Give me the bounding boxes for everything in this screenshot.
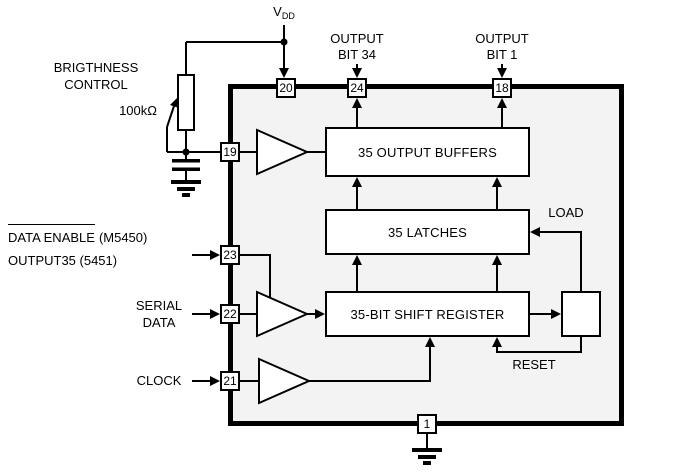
pin-22: 22: [220, 304, 240, 324]
shift-register-label: 35-BIT SHIFT REGISTER: [350, 306, 505, 322]
output-bit34-line2: BIT 34: [337, 47, 377, 62]
arrow-reset-into-shift: [492, 337, 502, 347]
output-bit34-line1: OUTPUT: [330, 31, 384, 46]
data-enable-line1: DATA ENABLE(M5450): [8, 224, 147, 249]
clock-label: CLOCK: [136, 373, 182, 388]
capacitor-plate-bottom: [172, 167, 200, 171]
arrow-into-pin20: [279, 68, 289, 78]
buffer-amp-serial-data: [256, 290, 310, 338]
reset-label: RESET: [512, 357, 556, 372]
pin-23: 23: [220, 245, 240, 265]
vdd-label: VDD: [273, 4, 295, 24]
wire-load-latches: [539, 231, 582, 291]
ground-bar: [182, 193, 190, 197]
pin-1: 1: [417, 414, 437, 434]
arrow-load-into-latches: [530, 227, 540, 237]
data-enable-label: DATA ENABLE(M5450) OUTPUT35 (5451): [8, 224, 147, 272]
brightness-line1: BRIGTHNESS: [53, 60, 139, 75]
serial-line2: DATA: [142, 315, 176, 330]
wire-reset-shift: [496, 337, 582, 353]
load-reset-block: [561, 291, 601, 337]
junction-dot-brightness: [182, 148, 190, 156]
components: [171, 38, 442, 465]
arrow-latches-to-buffers-right: [492, 177, 502, 187]
data-enable-overbar-text: DATA ENABLE: [8, 224, 95, 249]
pin-20: 20: [276, 78, 296, 98]
latches-label: 35 LATCHES: [387, 224, 468, 240]
arrow-buffers-to-pin24: [352, 98, 362, 108]
pin-21: 21: [220, 371, 240, 391]
ground-bar: [423, 461, 431, 465]
arrow-clock-into-shift: [425, 337, 435, 347]
buffer-amp-clock: [258, 357, 312, 405]
output-buffers-label: 35 OUTPUT BUFFERS: [358, 144, 497, 160]
wire-pin23-amp: [240, 254, 271, 298]
wire-wiper: [166, 105, 175, 128]
data-enable-suffix: (M5450): [98, 230, 148, 245]
arrow-into-pin24: [352, 68, 362, 78]
arrowheads: [170, 68, 561, 386]
pin-18: 18: [492, 78, 512, 98]
output35-line: OUTPUT35 (5451): [8, 253, 118, 268]
wire-clock-shift: [309, 345, 431, 382]
serial-data-label: SERIAL DATA: [136, 297, 182, 331]
pin-19: 19: [220, 142, 240, 162]
output-bit1-line2: BIT 1: [486, 47, 518, 62]
capacitor-plate-top: [172, 159, 200, 163]
load-label: LOAD: [548, 205, 584, 220]
output-buffers-block: 35 OUTPUT BUFFERS: [325, 127, 530, 177]
vdd-subscript: DD: [281, 11, 295, 21]
output-bit34-label: OUTPUT BIT 34: [330, 31, 383, 63]
arrow-shift-to-latches-right: [492, 255, 502, 265]
serial-line1: SERIAL: [135, 298, 183, 313]
ground-bar: [412, 448, 442, 452]
brightness-line2: CONTROL: [64, 77, 128, 92]
ground-bar: [171, 180, 201, 184]
arrow-shift-to-latches-left: [352, 255, 362, 265]
arrow-into-pin18: [497, 68, 507, 78]
pin-24: 24: [347, 78, 367, 98]
arrow-into-pin21: [210, 376, 220, 386]
wires: [166, 25, 582, 448]
arrow-buffers-to-pin18: [497, 98, 507, 108]
arrow-into-shift-register: [315, 309, 325, 319]
brightness-control-label: BRIGTHNESS CONTROL: [54, 59, 139, 93]
junction-dot-vdd: [280, 38, 288, 46]
shift-register-block: 35-BIT SHIFT REGISTER: [325, 291, 530, 337]
output-bit1-line1: OUTPUT: [475, 31, 529, 46]
ground-symbol-pin1: [412, 448, 442, 465]
resistor-symbol: [177, 74, 195, 131]
ground-symbol-brightness: [171, 180, 201, 197]
arrow-into-loadblock: [551, 309, 561, 319]
buffer-amp-brightness: [256, 128, 310, 176]
output-bit1-label: OUTPUT BIT 1: [475, 31, 528, 63]
arrow-into-pin22: [210, 309, 220, 319]
latches-block: 35 LATCHES: [325, 209, 530, 255]
resistor-value-label: 100kΩ: [119, 103, 157, 118]
arrow-into-pin23: [210, 250, 220, 260]
ground-bar: [177, 187, 195, 191]
arrow-latches-to-buffers-left: [352, 177, 362, 187]
arrow-wiper: [170, 97, 179, 108]
ground-bar: [418, 455, 436, 459]
vdd-symbol: V: [273, 4, 282, 19]
